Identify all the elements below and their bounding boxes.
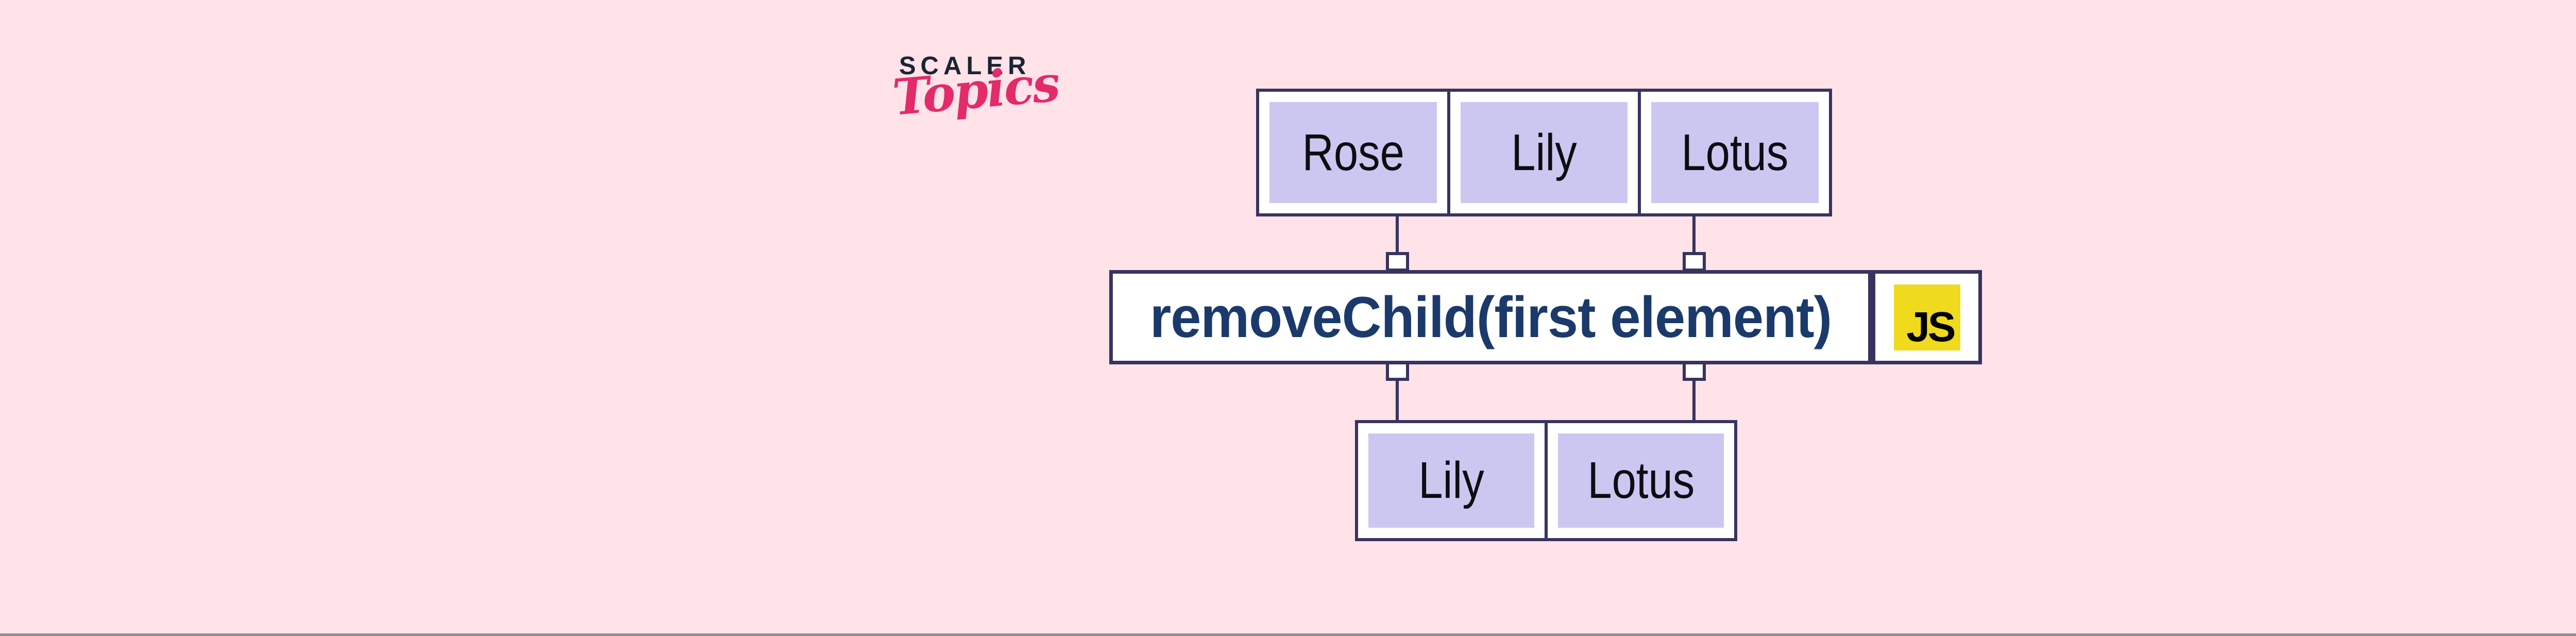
- node-box-lotus-after: Lotus: [1558, 433, 1724, 528]
- list-cell: Rose: [1259, 92, 1447, 213]
- node-label: Lotus: [1587, 451, 1694, 509]
- bottom-edge-strip: [0, 633, 2576, 636]
- node-label: Lily: [1418, 451, 1484, 509]
- node-label: Rose: [1302, 123, 1404, 181]
- connector-line: [1692, 380, 1696, 420]
- operation-label: removeChild(first element): [1149, 285, 1832, 349]
- connector-line: [1396, 380, 1399, 420]
- scaler-topics-logo: SCALER Topics: [890, 52, 1061, 127]
- javascript-logo-icon: JS: [1893, 284, 1960, 350]
- node-box-lily: Lily: [1460, 102, 1628, 203]
- list-cell: Lotus: [1638, 92, 1829, 213]
- node-box-rose: Rose: [1269, 102, 1437, 203]
- js-logo-text: JS: [1906, 303, 1956, 350]
- parent-list-after: Lily Lotus: [1355, 420, 1737, 541]
- connector-port: [1683, 252, 1706, 272]
- logo-brand-text: SCALER: [899, 52, 1031, 80]
- connector-port: [1386, 361, 1409, 381]
- list-cell: Lily: [1447, 92, 1638, 213]
- node-box-lily-after: Lily: [1368, 433, 1534, 528]
- node-box-lotus: Lotus: [1651, 102, 1819, 203]
- connector-line: [1396, 216, 1399, 254]
- parent-list-before: Rose Lily Lotus: [1256, 89, 1832, 216]
- js-badge-box: JS: [1872, 270, 1982, 364]
- operation-bar: removeChild(first element): [1109, 270, 1872, 364]
- list-cell: Lily: [1358, 423, 1545, 538]
- connector-port: [1386, 252, 1409, 272]
- logo-script-text: Topics: [890, 54, 1061, 127]
- connector-port: [1683, 361, 1706, 381]
- node-label: Lily: [1511, 123, 1577, 181]
- list-cell: Lotus: [1545, 423, 1734, 538]
- connector-line: [1692, 216, 1696, 254]
- node-label: Lotus: [1681, 123, 1789, 181]
